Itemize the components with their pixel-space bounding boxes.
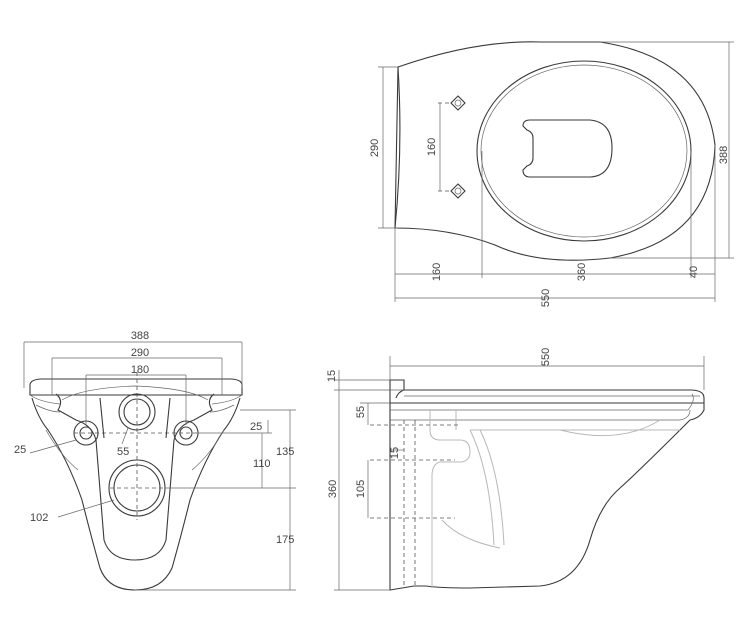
dim-15-label: 15: [326, 370, 338, 382]
dim-bowl-360-label: 360: [576, 263, 588, 281]
dim-105-label: 105: [355, 480, 367, 498]
top-view-rear-flange: [394, 66, 401, 229]
side-view: 550 15 55 15 105 360: [326, 348, 705, 591]
side-view-outline: [389, 379, 705, 591]
dim-hole-spacing-label: 160: [426, 138, 438, 156]
fixing-hole-icon: [450, 95, 466, 111]
dim-side-25-label: 25: [250, 421, 262, 433]
dim-55-label: 55: [355, 406, 367, 418]
dim-outlet-102-label: 102: [30, 512, 48, 524]
dim-360-label: 360: [327, 480, 339, 498]
side-view-trap: [429, 410, 471, 588]
rear-view: 388 290 180 25 55 102 25 110 135 175: [14, 330, 296, 591]
dim-front-40-label: 40: [688, 266, 700, 278]
dim-side-hole-25-label: 25: [14, 444, 26, 456]
dim-135-label: 135: [276, 446, 294, 458]
dim-290-label: 290: [369, 139, 381, 157]
dim-388-label: 388: [131, 330, 149, 342]
top-view-outline: [394, 41, 716, 261]
rear-view-top-flange: [29, 378, 243, 396]
top-view: 290 160 388 160 360 40 550: [369, 41, 734, 307]
dim-290-label: 290: [131, 347, 149, 359]
dim-388-label: 388: [718, 146, 730, 164]
dim-total-550-label: 550: [540, 289, 552, 307]
dim-total-550-label: 550: [540, 348, 552, 366]
fixing-hole-icon: [450, 183, 466, 199]
rear-view-frame: [55, 393, 215, 561]
dim-175-label: 175: [276, 534, 294, 546]
dim-rear-160-label: 160: [431, 263, 443, 281]
dim-180-label: 180: [131, 364, 149, 376]
rear-view-body-outline: [31, 397, 241, 591]
dim-15b-label: 15: [389, 447, 401, 459]
top-view-bowl-rim: [476, 60, 692, 242]
top-view-flush-slot: [522, 119, 613, 178]
dim-110-label: 110: [253, 458, 271, 470]
top-view-bowl-inner: [480, 64, 688, 238]
dim-inlet-55-label: 55: [117, 446, 129, 458]
